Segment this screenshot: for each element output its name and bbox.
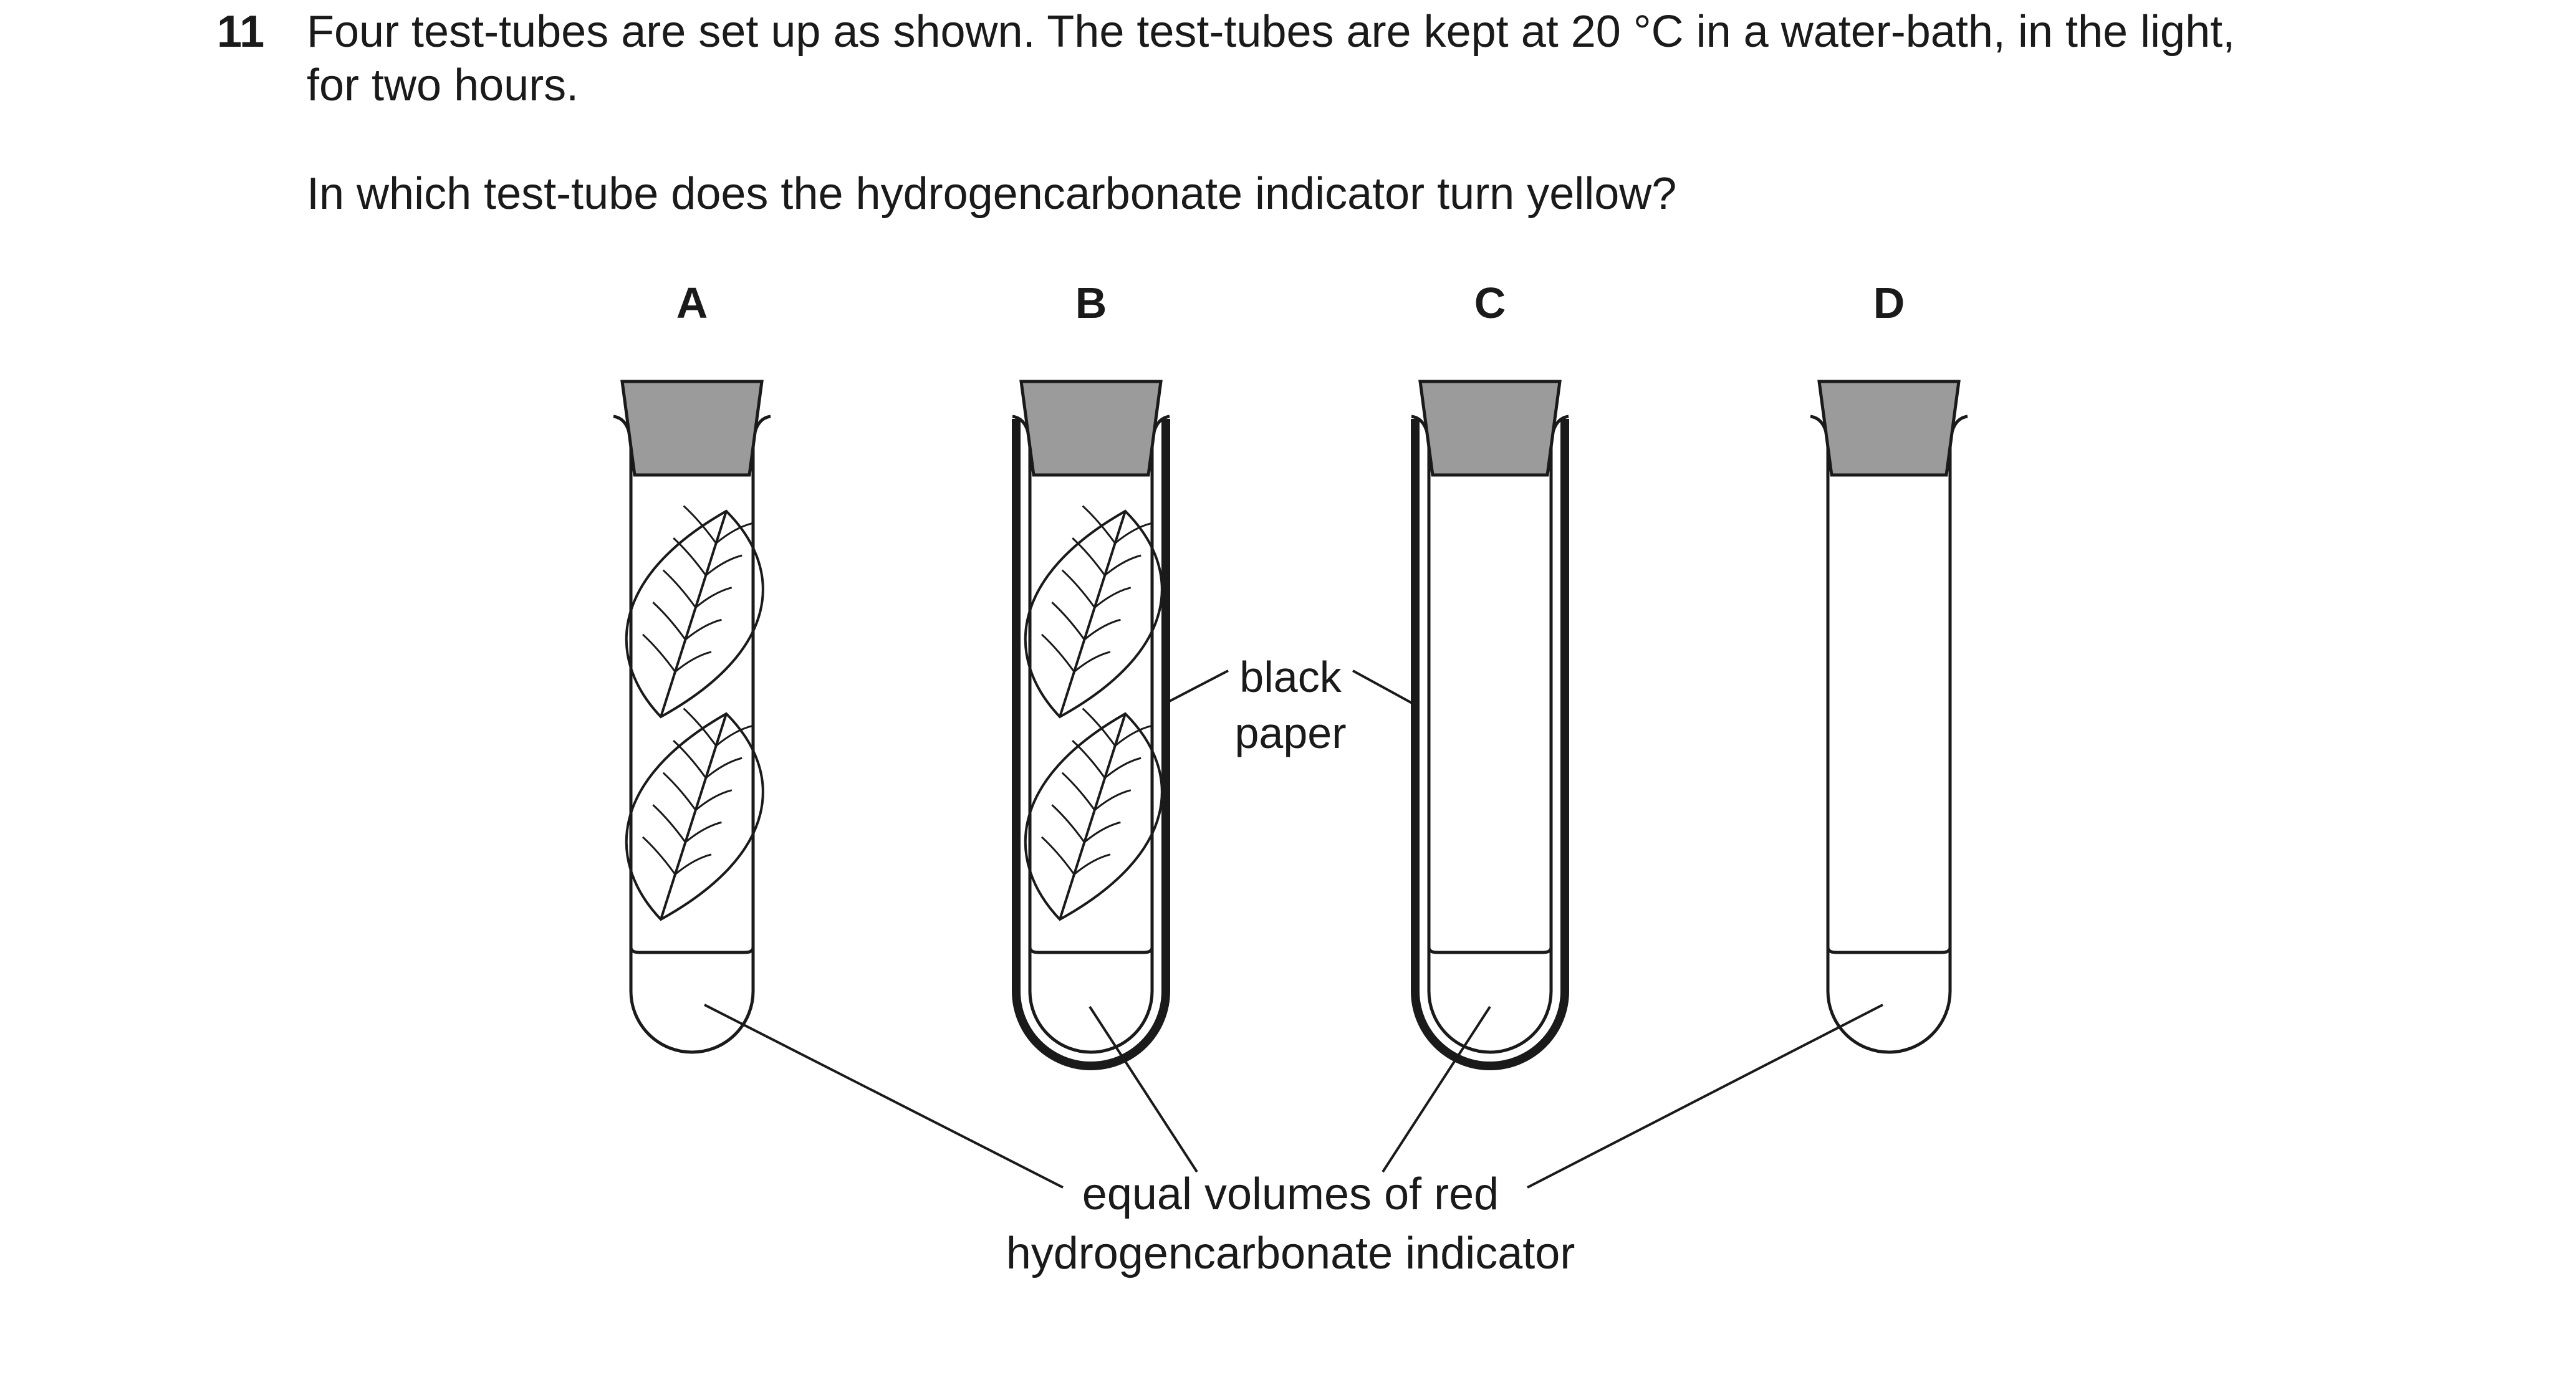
leader-line-black-paper-b — [1165, 669, 1229, 704]
leaf-a-lower-vein — [652, 804, 686, 843]
leaf-a-upper-midrib — [660, 511, 728, 717]
leaf-a-lower-vein — [642, 836, 676, 875]
leaf-a-upper-vein — [642, 633, 676, 673]
leaf-a-upper — [625, 505, 764, 719]
stopper-c — [1418, 380, 1562, 477]
tube-letter-a: A — [676, 279, 708, 327]
leaf-b-lower-vein — [1061, 772, 1096, 811]
leaf-b-upper-vein — [1114, 522, 1151, 544]
leaf-b-lower-vein — [1104, 757, 1141, 779]
leaf-a-upper-vein — [685, 618, 722, 641]
black-paper-label-line-2: paper — [1234, 709, 1346, 757]
test-tube-d — [1810, 380, 1968, 1054]
question-number: 11 — [217, 7, 265, 57]
tube-glass-d — [1810, 415, 1968, 1054]
leaf-a-lower-vein — [685, 821, 722, 843]
leaf-a-upper-vein — [675, 651, 712, 673]
leaf-a-lower-midrib — [660, 713, 728, 920]
test-tube-a — [613, 380, 771, 1054]
tube-letter-d: D — [1873, 279, 1905, 327]
question-prompt: In which test-tube does the hydrogencarb… — [307, 169, 1677, 219]
leaf-b-lower-vein — [1040, 836, 1075, 875]
leaf-b-lower-vein — [1093, 789, 1132, 811]
tube-glass-a — [613, 415, 771, 1054]
stopper-b — [1019, 380, 1163, 477]
indicator-label-line-2: hydrogencarbonate indicator — [1006, 1229, 1575, 1278]
leaf-b-upper — [1024, 505, 1163, 719]
indicator-surface-b — [1028, 947, 1154, 954]
leaf-a-lower-vein — [675, 853, 712, 875]
leaf-b-upper-vein — [1061, 569, 1096, 608]
leader-line-indicator-d — [1527, 1004, 1883, 1189]
leaf-b-upper-vein — [1082, 505, 1116, 544]
tube-letter-b: B — [1075, 279, 1107, 327]
leaf-a-lower-vein — [662, 772, 697, 811]
black-paper-label-line-1: black — [1239, 653, 1342, 701]
leaf-b-lower-vein — [1084, 821, 1121, 843]
leaf-a-upper-vein — [673, 537, 707, 576]
indicator-surface-a — [629, 947, 755, 954]
stopper-d — [1817, 380, 1961, 477]
test-tubes — [613, 380, 1968, 1070]
leaf-a-upper-vein — [694, 587, 733, 608]
diagram-labels: A B C D black paper equal volumes of red… — [676, 279, 1905, 1278]
leaf-b-upper-vein — [1040, 633, 1075, 673]
test-tube-c — [1411, 380, 1569, 1070]
leaf-a-lower-vein — [673, 740, 707, 779]
test-tube-b — [1012, 380, 1170, 1070]
leaf-b-upper-vein — [1104, 554, 1141, 577]
leader-line-indicator-b — [1089, 1005, 1198, 1173]
leaf-a-lower-vein — [683, 707, 717, 747]
leaf-b-upper-vein — [1074, 651, 1111, 673]
tube-letter-c: C — [1474, 279, 1506, 327]
leaf-a-lower — [625, 707, 764, 921]
leader-line-indicator-c — [1382, 1005, 1491, 1173]
leaf-b-upper-midrib — [1059, 511, 1127, 717]
leaf-b-upper-vein — [1084, 618, 1121, 641]
leaf-b-lower-vein — [1074, 853, 1111, 875]
leaf-a-upper-vein — [705, 554, 743, 577]
question-text-line-1: Four test-tubes are set up as shown. The… — [307, 7, 2236, 57]
tube-glass-b — [1012, 415, 1170, 1054]
indicator-surface-d — [1826, 947, 1952, 954]
leaf-b-lower-vein — [1082, 707, 1116, 747]
leaf-b-lower — [1024, 707, 1163, 921]
leader-line-black-paper-c — [1352, 669, 1413, 704]
leaf-a-upper-vein — [683, 505, 717, 544]
stopper-a — [620, 380, 764, 477]
black-paper-wrap-b — [1012, 419, 1170, 1070]
leader-line-indicator-a — [704, 1004, 1064, 1189]
indicator-surface-c — [1427, 947, 1553, 954]
leaf-a-upper-vein — [652, 602, 686, 641]
black-paper-wrap-c — [1411, 419, 1569, 1070]
leaf-b-upper-vein — [1051, 602, 1085, 641]
leaf-b-lower-midrib — [1059, 713, 1127, 920]
leaf-b-upper-vein — [1072, 537, 1106, 576]
leaf-b-upper-vein — [1093, 587, 1132, 608]
tube-glass-c — [1411, 415, 1569, 1054]
leader-lines — [704, 669, 1883, 1189]
leaf-b-lower-vein — [1072, 740, 1106, 779]
leaf-a-lower-vein — [715, 725, 752, 747]
indicator-label-line-1: equal volumes of red — [1082, 1169, 1499, 1219]
leaf-a-upper-vein — [662, 569, 697, 608]
leaf-a-lower-vein — [705, 757, 743, 779]
leaf-b-lower-vein — [1051, 804, 1085, 843]
leaf-a-upper-vein — [715, 522, 752, 544]
leaf-b-lower-vein — [1114, 725, 1151, 747]
question-text-line-2: for two hours. — [307, 60, 579, 110]
leaf-a-lower-vein — [694, 789, 733, 811]
